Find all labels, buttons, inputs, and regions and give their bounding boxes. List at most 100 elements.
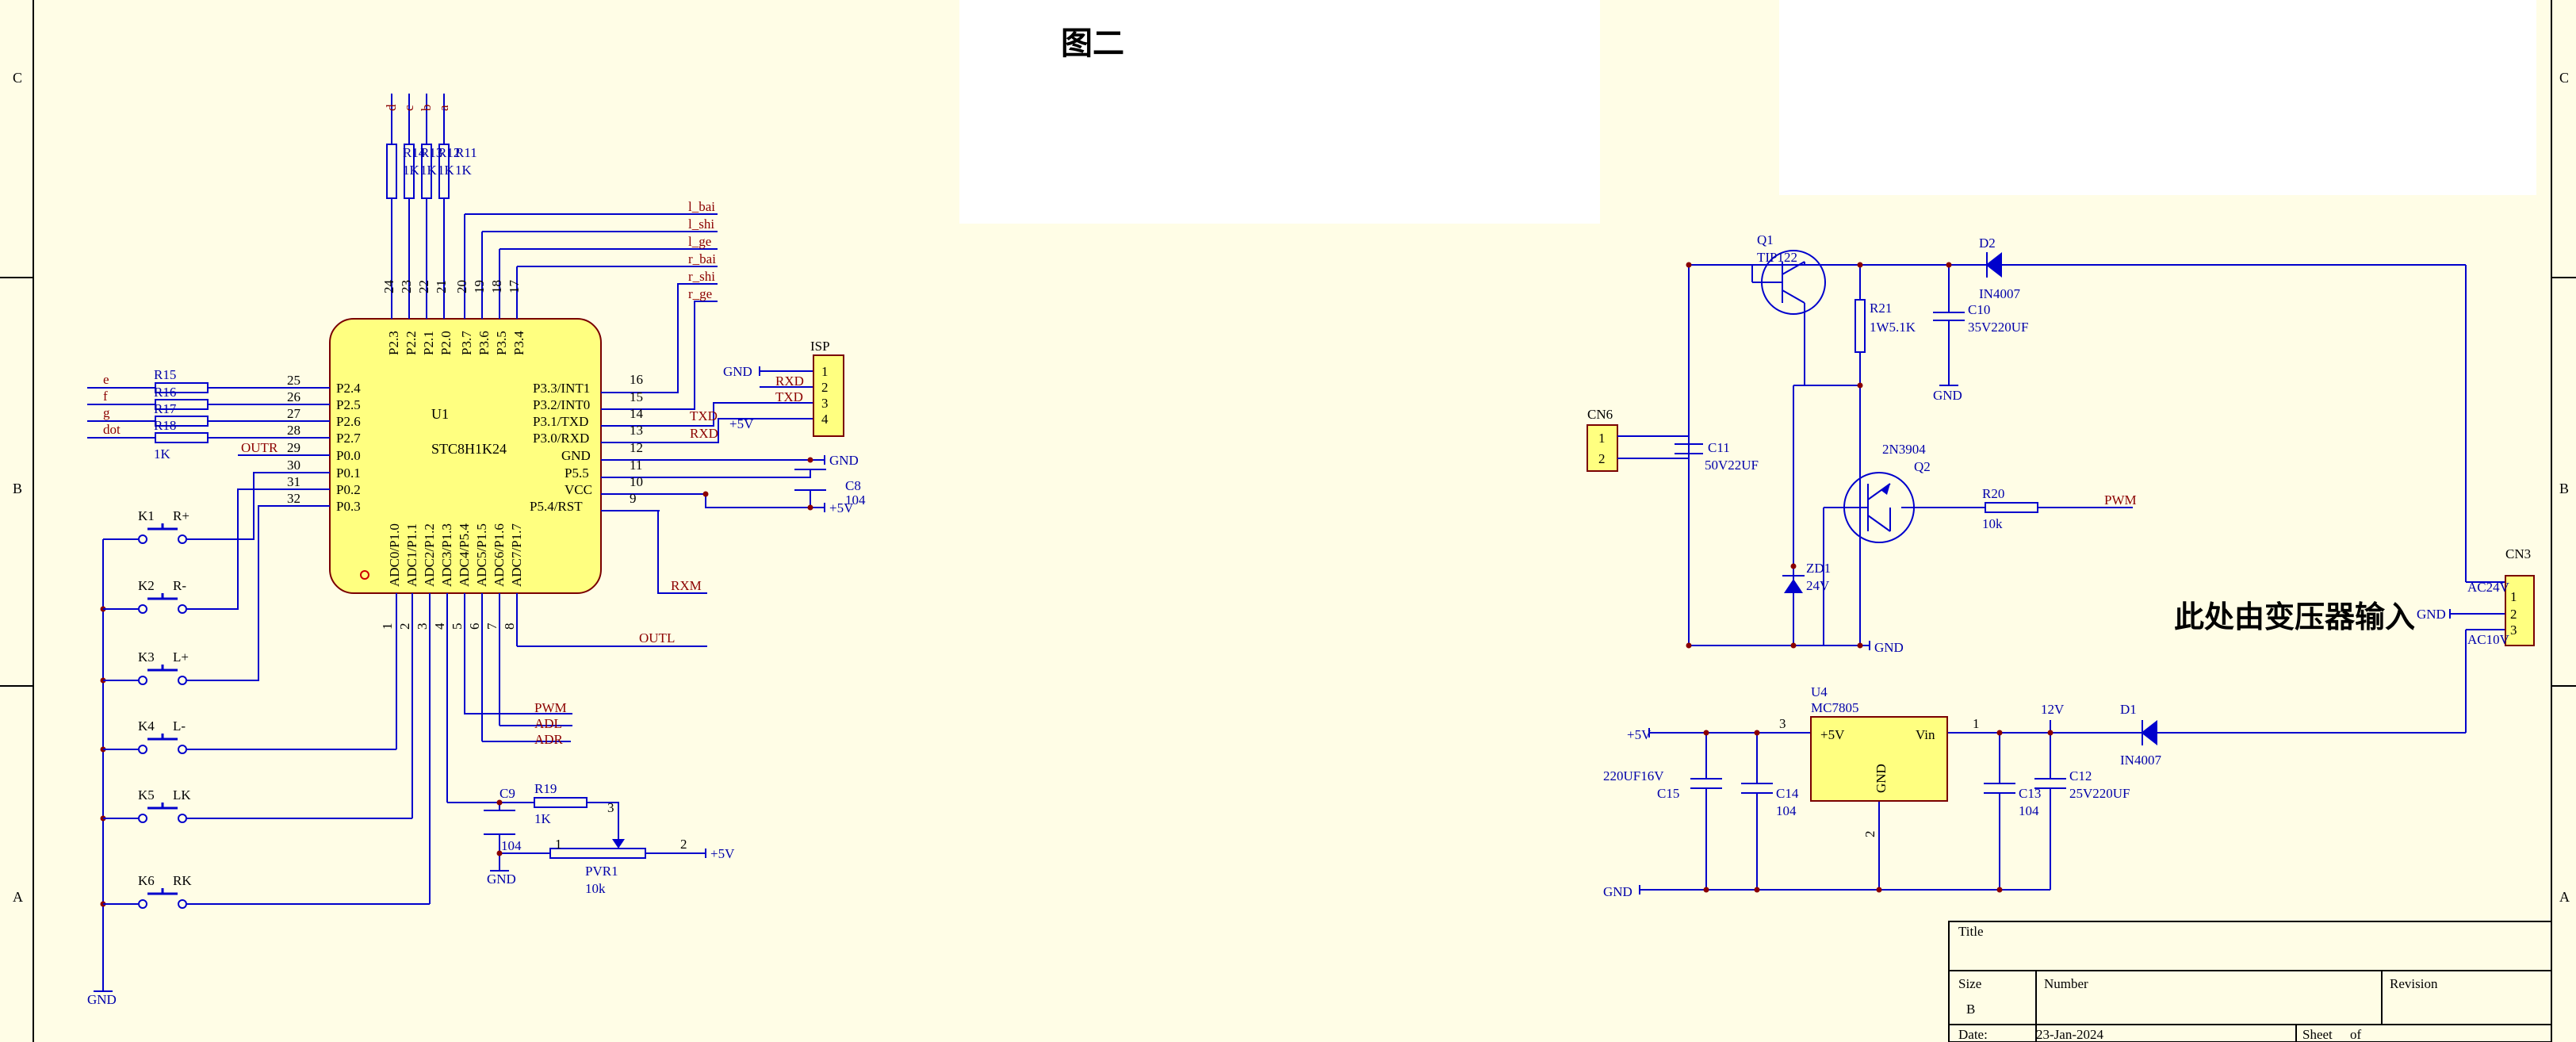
pin1-marker-icon xyxy=(360,570,369,580)
isp-pin: 2 xyxy=(821,380,829,395)
net-label-g: g xyxy=(103,405,110,420)
mcu-pin-num: 12 xyxy=(630,440,643,455)
rxm-outl-nets: RXM OUTL xyxy=(517,510,707,647)
resistor-ref: R13 xyxy=(420,145,442,160)
button-ref: K1 xyxy=(138,508,155,523)
net-label-pwm: PWM xyxy=(2104,492,2137,508)
pvr1-plus5: +5V xyxy=(710,846,735,861)
cn3-gnd: GND xyxy=(2417,607,2446,622)
figure-title: 图二 xyxy=(1061,25,1124,62)
zener-diode-icon xyxy=(1784,579,1803,593)
isp-ref: ISP xyxy=(810,339,830,354)
button-k6[interactable]: K6 RK xyxy=(103,873,192,909)
mcu-pin-num: 20 xyxy=(454,280,469,293)
c11-ref: C11 xyxy=(1708,440,1730,455)
net-label: l_shi xyxy=(688,216,714,232)
mcu-pin-num: 24 xyxy=(381,280,396,294)
mcu-pin-name: P3.7 xyxy=(459,331,474,355)
net-label-d: d xyxy=(384,104,399,111)
border-letters: C B A C B A xyxy=(13,70,2570,905)
button-bus xyxy=(102,472,430,991)
button-k4[interactable]: K4 L- xyxy=(103,718,187,754)
net-label-txd: TXD xyxy=(690,408,718,423)
pvr1-ref: PVR1 xyxy=(585,864,618,879)
button-k5[interactable]: K5 LK xyxy=(103,787,191,823)
mcu-pin-num: 27 xyxy=(287,406,301,421)
resistor-ref: R11 xyxy=(455,145,477,160)
mcu-pin-name: ADC7/P1.7 xyxy=(509,523,524,587)
resistor-value: 1K xyxy=(154,446,171,462)
mcu-pin-name: GND xyxy=(561,448,591,463)
c10-gnd: GND xyxy=(1933,388,1962,403)
button-ref: K4 xyxy=(138,718,155,734)
isp-pin: 4 xyxy=(821,412,829,427)
gnd-label: GND xyxy=(87,992,117,1007)
c8-ref: C8 xyxy=(845,478,861,493)
r19-ref: R19 xyxy=(534,781,557,796)
mcu-pin-name: P3.0/RXD xyxy=(533,431,589,446)
net-label-adl: ADL xyxy=(534,716,562,731)
c9-ref: C9 xyxy=(500,786,515,801)
c13-value: 104 xyxy=(2019,803,2039,818)
border-letter-left-c: C xyxy=(13,70,22,86)
mcu-pin-name: P3.6 xyxy=(477,331,492,355)
button-k1[interactable]: K1 R+ xyxy=(103,508,189,544)
size-label: Size xyxy=(1958,976,1981,991)
c9-r19-pvr1: C9 104 GND R19 1K PVR1 10k +5V 1 2 3 xyxy=(447,781,735,896)
gnd-symbol-buttons: GND xyxy=(87,990,117,1007)
u4-pin-num: 1 xyxy=(1973,716,1980,731)
mcu-pin-name: ADC3/P1.3 xyxy=(439,523,454,587)
isp-txd-label: TXD xyxy=(775,389,803,404)
u4-pin-num: 2 xyxy=(1862,831,1877,838)
title-label: Title xyxy=(1958,924,1984,939)
button-k3[interactable]: K3 L+ xyxy=(103,649,189,685)
mcu-pin-num: 19 xyxy=(472,280,487,293)
d1-part: IN4007 xyxy=(2120,753,2161,768)
cn6-pin: 2 xyxy=(1598,451,1606,466)
u4-pin-vin: Vin xyxy=(1916,727,1935,742)
cn3-pin: 1 xyxy=(2510,589,2517,604)
resistor-ref: R18 xyxy=(154,418,176,433)
r20-value: 10k xyxy=(1982,516,2003,531)
d2-ref: D2 xyxy=(1979,236,1996,251)
net-label: r_ge xyxy=(688,286,712,301)
mcu-pin-name: P3.1/TXD xyxy=(533,414,588,429)
gnd-label: GND xyxy=(829,453,859,468)
c14-value: 104 xyxy=(1776,803,1797,818)
pvr1-value: 10k xyxy=(585,881,606,896)
button-k2[interactable]: K2 R- xyxy=(103,578,187,614)
button-ref: K2 xyxy=(138,578,155,593)
mcu-pin-num: 6 xyxy=(467,623,482,630)
r21-ref: R21 xyxy=(1870,301,1892,316)
c14-ref: C14 xyxy=(1776,786,1799,801)
number-label: Number xyxy=(2044,976,2088,991)
date-label: Date: xyxy=(1958,1027,1988,1042)
mcu-part: STC8H1K24 xyxy=(431,441,507,457)
net-label: r_shi xyxy=(688,269,715,284)
cn3-ac24: AC24V xyxy=(2467,580,2510,595)
mcu-pin-num: 30 xyxy=(287,458,300,473)
isp-rxd-label: RXD xyxy=(775,374,804,389)
net-label: r_bai xyxy=(688,251,716,266)
net-label-pwm: PWM xyxy=(534,700,567,715)
zd1-value: 24V xyxy=(1806,578,1830,593)
mcu-pin-num: 26 xyxy=(287,389,300,404)
mcu-pin-name: P2.3 xyxy=(386,331,401,355)
gnd-label: GND xyxy=(1603,884,1632,899)
adc-nets: PWM ADL ADR xyxy=(464,682,572,747)
resistor-ref: R15 xyxy=(154,367,176,382)
isp-gnd-label: GND xyxy=(723,364,752,379)
net-label-c: c xyxy=(401,105,416,111)
net-label-outl: OUTL xyxy=(639,630,675,646)
mcu-pin-num: 2 xyxy=(397,623,412,630)
button-ref: K6 xyxy=(138,873,155,888)
net-label-a: a xyxy=(436,105,451,111)
net-label-outr: OUTR xyxy=(241,440,278,455)
q2-part: 2N3904 xyxy=(1882,442,1926,457)
mcu-pin-num: 31 xyxy=(287,474,300,489)
r21-value: 1W5.1K xyxy=(1870,320,1916,335)
button-label: L+ xyxy=(173,649,189,665)
mcu-pin-num: 28 xyxy=(287,423,300,438)
mcu-designator: U1 xyxy=(431,406,449,422)
